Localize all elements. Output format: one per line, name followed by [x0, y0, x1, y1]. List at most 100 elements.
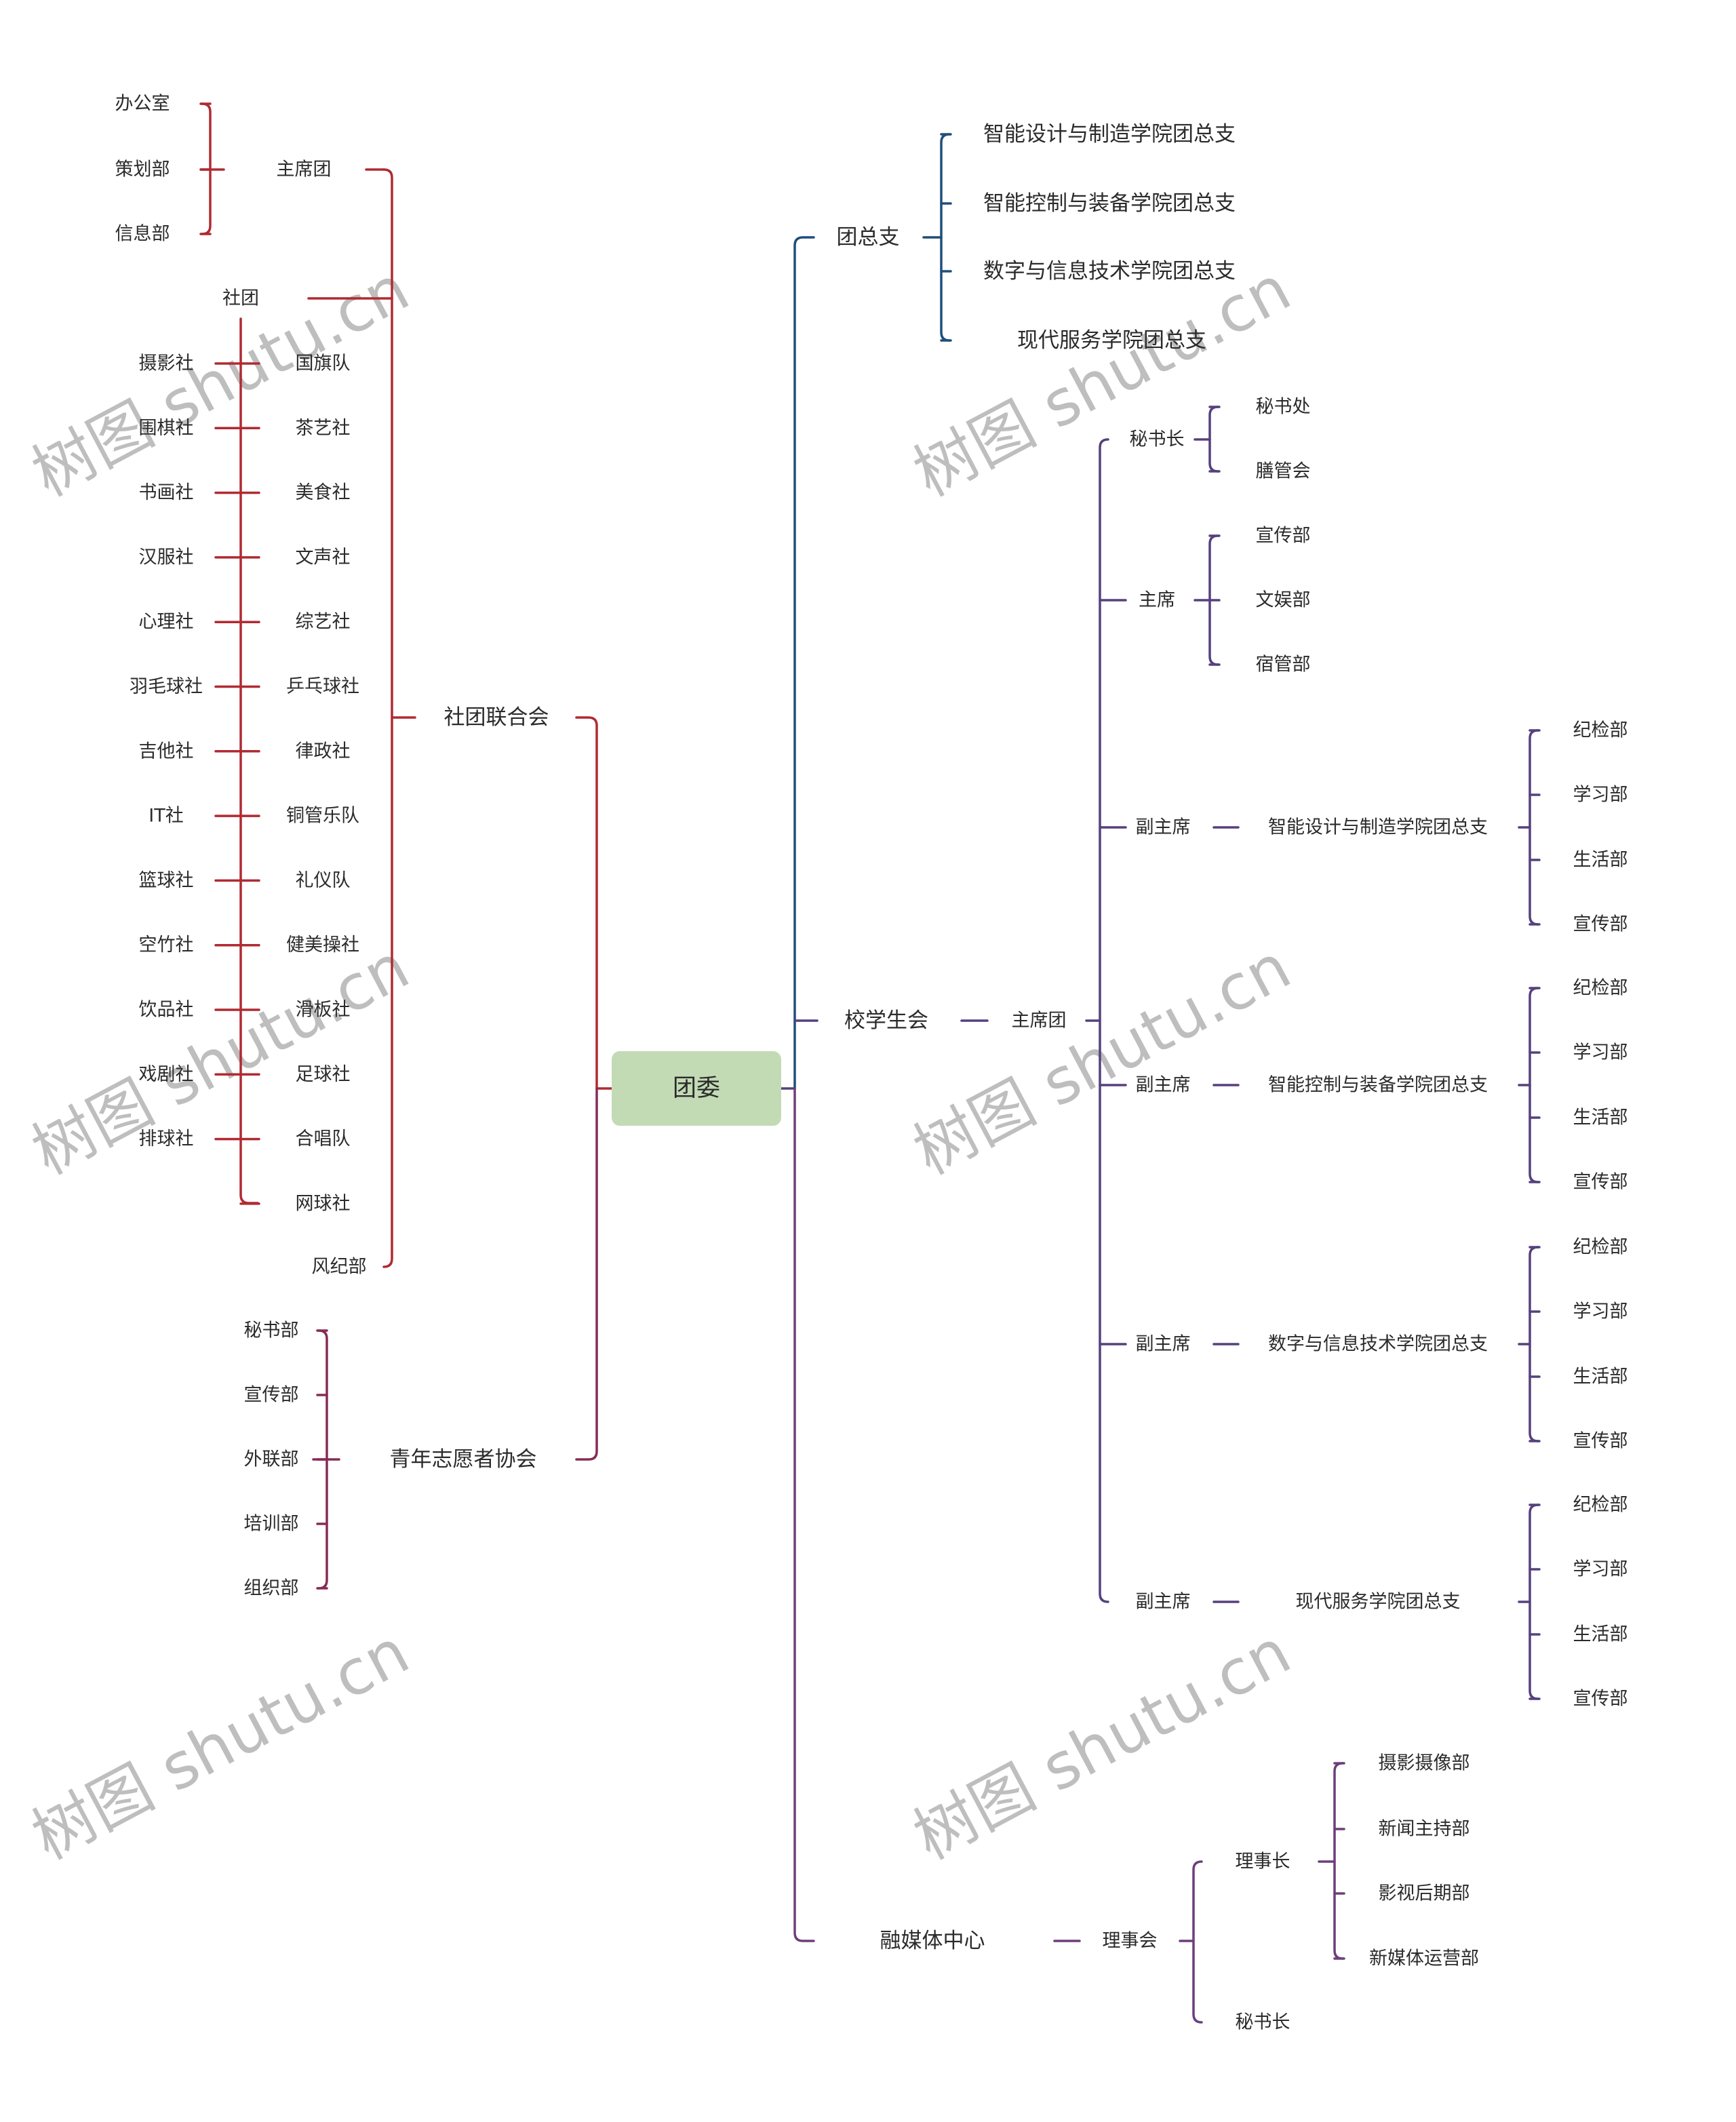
- club-presidium-item: 策划部: [115, 159, 170, 180]
- club-item: 吉他社: [139, 741, 194, 762]
- connector-lines: [199, 102, 1541, 2024]
- union-vice-chair: 副主席: [1136, 1075, 1191, 1096]
- volunteer-department: 培训部: [244, 1514, 299, 1535]
- union-chairman-item: 文娱部: [1256, 590, 1311, 611]
- volunteer-department: 宣传部: [244, 1385, 299, 1406]
- club-item: 健美操社: [286, 935, 359, 956]
- club-item: 饮品社: [139, 1000, 194, 1021]
- trunk-club-union: [575, 716, 598, 1090]
- club-discipline: 风纪部: [312, 1257, 367, 1278]
- media-secretary: 秘书长: [1236, 2012, 1290, 2033]
- bracket-line: [382, 168, 393, 1268]
- club-item: IT社: [149, 806, 183, 827]
- club-item: 滑板社: [296, 1000, 351, 1021]
- union-department: 纪检部: [1573, 720, 1628, 741]
- watermark-text: 树图 shutu.cn: [21, 930, 420, 1189]
- branch-student-union: 校学生会: [844, 1008, 928, 1033]
- union-department: 生活部: [1573, 1624, 1628, 1645]
- union-chairman: 主席: [1139, 590, 1175, 611]
- union-secretary-item: 秘书处: [1256, 397, 1311, 418]
- watermark-text: 树图 shutu.cn: [21, 1615, 420, 1874]
- union-department: 学习部: [1573, 785, 1628, 806]
- bracket-line: [940, 133, 951, 342]
- trunk-volunteer: [575, 1087, 598, 1461]
- union-department: 生活部: [1573, 1107, 1628, 1128]
- bracket-line: [1528, 1246, 1539, 1442]
- club-item: 综艺社: [296, 612, 351, 633]
- bracket-line: [1192, 1860, 1203, 2024]
- media-department: 新闻主持部: [1379, 1819, 1470, 1840]
- bracket-line: [1528, 987, 1539, 1183]
- tuan-zong-zhi-item: 智能设计与制造学院团总支: [983, 122, 1236, 146]
- tuan-zong-zhi-item: 数字与信息技术学院团总支: [983, 259, 1236, 283]
- union-chairman-item: 宣传部: [1256, 526, 1311, 547]
- union-department: 学习部: [1573, 1042, 1628, 1063]
- union-department: 纪检部: [1573, 1237, 1628, 1258]
- media-department: 摄影摄像部: [1379, 1753, 1470, 1774]
- club-item: 戏剧社: [139, 1064, 194, 1085]
- union-department: 学习部: [1573, 1559, 1628, 1580]
- union-vice-chair-branch: 现代服务学院团总支: [1296, 1592, 1461, 1613]
- media-council: 理事会: [1103, 1931, 1158, 1952]
- union-department: 生活部: [1573, 1367, 1628, 1388]
- union-department: 纪检部: [1573, 978, 1628, 999]
- union-secretary-general: 秘书长: [1130, 429, 1185, 450]
- volunteer-department: 组织部: [244, 1578, 299, 1599]
- branch-media-center: 融媒体中心: [880, 1929, 985, 1953]
- volunteer-department: 外联部: [244, 1449, 299, 1470]
- union-vice-chair: 副主席: [1136, 817, 1191, 838]
- union-department: 纪检部: [1573, 1495, 1628, 1516]
- node-layer: 团委团总支智能设计与制造学院团总支智能控制与装备学院团总支数字与信息技术学院团总…: [115, 94, 1628, 2033]
- watermark-text: 树图 shutu.cn: [903, 252, 1302, 511]
- union-department: 宣传部: [1573, 1689, 1628, 1710]
- media-chairman: 理事长: [1236, 1851, 1290, 1872]
- media-department: 影视后期部: [1379, 1883, 1470, 1904]
- club-item: 礼仪队: [296, 870, 351, 891]
- club-item: 乒乓球社: [286, 676, 359, 697]
- bracket-line: [1208, 406, 1219, 473]
- media-department: 新媒体运营部: [1369, 1948, 1479, 1969]
- club-item: 摄影社: [139, 353, 194, 374]
- root-node: [612, 1051, 781, 1126]
- union-secretary-item: 膳管会: [1256, 461, 1311, 482]
- club-item: 心理社: [139, 612, 194, 633]
- club-item: 文声社: [296, 547, 351, 568]
- union-vice-chair-branch: 数字与信息技术学院团总支: [1268, 1334, 1488, 1355]
- tuan-zong-zhi-item: 智能控制与装备学院团总支: [983, 191, 1236, 216]
- union-vice-chair: 副主席: [1136, 1334, 1191, 1355]
- club-item: 排球社: [139, 1128, 194, 1150]
- club-item: 网球社: [296, 1193, 351, 1214]
- volunteer-department: 秘书部: [244, 1320, 299, 1341]
- club-item: 空竹社: [139, 935, 194, 956]
- club-item: 汉服社: [139, 547, 194, 568]
- clubs-group: 社团: [222, 288, 259, 309]
- club-item: 国旗队: [296, 353, 351, 374]
- union-vice-chair-branch: 智能设计与制造学院团总支: [1268, 817, 1488, 838]
- club-item: 篮球社: [139, 870, 194, 891]
- union-department: 学习部: [1573, 1301, 1628, 1322]
- bracket-line: [1528, 1504, 1539, 1700]
- club-presidium: 主席团: [277, 159, 332, 180]
- club-item: 足球社: [296, 1064, 351, 1085]
- club-item: 铜管乐队: [286, 806, 359, 827]
- union-department: 宣传部: [1573, 1172, 1628, 1193]
- club-item: 围棋社: [139, 418, 194, 439]
- union-vice-chair: 副主席: [1136, 1592, 1191, 1613]
- club-item: 羽毛球社: [130, 676, 203, 697]
- union-department: 宣传部: [1573, 914, 1628, 935]
- club-presidium-item: 信息部: [115, 224, 170, 245]
- bracket-line: [1528, 729, 1539, 926]
- root-label: 团委: [673, 1075, 720, 1102]
- student-union-presidium: 主席团: [1012, 1010, 1067, 1031]
- trunk-tuan-zong-zhi: [793, 236, 815, 1090]
- club-item: 茶艺社: [296, 418, 351, 439]
- union-department: 生活部: [1573, 850, 1628, 871]
- union-chairman-item: 宿管部: [1256, 654, 1311, 675]
- club-item: 书画社: [139, 482, 194, 503]
- club-item: 美食社: [296, 482, 351, 503]
- union-vice-chair-branch: 智能控制与装备学院团总支: [1268, 1075, 1488, 1096]
- watermark-text: 树图 shutu.cn: [903, 1615, 1302, 1874]
- club-item: 合唱队: [296, 1128, 351, 1150]
- union-department: 宣传部: [1573, 1431, 1628, 1452]
